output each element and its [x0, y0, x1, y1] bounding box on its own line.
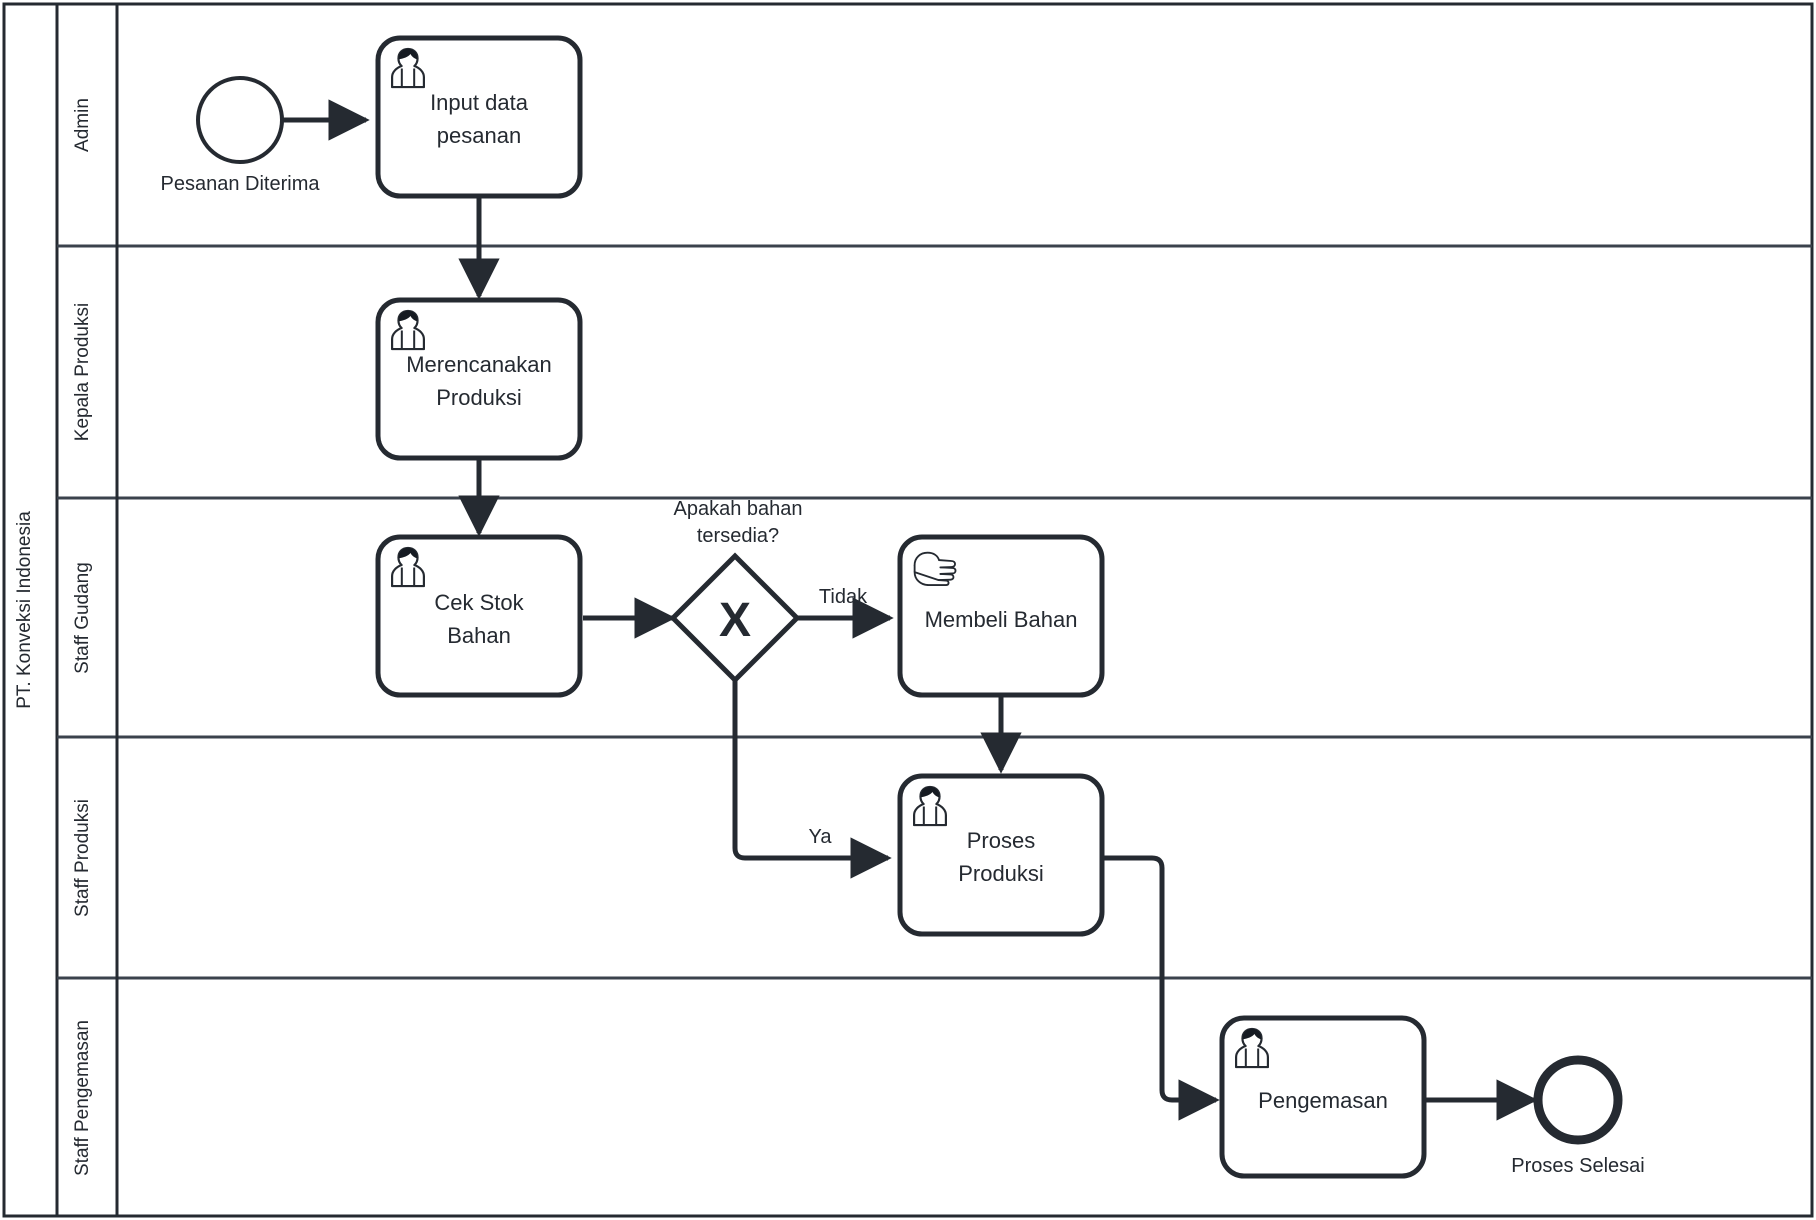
task-input-data-pesanan-label-line1: Input data [430, 90, 529, 115]
task-input-data-pesanan-label-line2: pesanan [437, 123, 521, 148]
task-membeli-bahan[interactable]: Membeli Bahan [897, 534, 1105, 698]
task-pengemasan[interactable]: Pengemasan [1219, 1015, 1427, 1179]
task-input-data-pesanan-box[interactable] [375, 35, 583, 199]
gateway-exclusive-x-icon: X [719, 594, 751, 647]
task-pengemasan-box[interactable] [1219, 1015, 1427, 1179]
task-cek-stok-bahan[interactable]: Cek Stok Bahan [375, 534, 583, 698]
task-proses-produksi[interactable]: Proses Produksi [897, 773, 1105, 937]
lane-label-staff-pengemasan: Staff Pengemasan [72, 1020, 93, 1176]
lane-label-staff-produksi: Staff Produksi [72, 799, 93, 917]
task-input-data-pesanan[interactable]: Input data pesanan [375, 35, 583, 199]
task-merencanakan-produksi-label-line1: Merencanakan [406, 352, 552, 377]
pool-title: PT. Konveksi Indonesia [14, 511, 35, 709]
gateway-bahan-tersedia[interactable]: X Apakah bahan tersedia? [669, 498, 803, 684]
task-membeli-bahan-label: Membeli Bahan [925, 607, 1078, 632]
task-merencanakan-produksi-box[interactable] [375, 297, 583, 461]
task-membeli-bahan-box[interactable] [897, 534, 1105, 698]
lane-label-staff-gudang: Staff Gudang [72, 562, 93, 674]
task-merencanakan-produksi-label-line2: Produksi [436, 385, 522, 410]
task-pengemasan-label: Pengemasan [1258, 1088, 1388, 1113]
task-cek-stok-bahan-label-line2: Bahan [447, 623, 511, 648]
start-event-label: Pesanan Diterima [161, 173, 321, 195]
end-event-label: Proses Selesai [1511, 1155, 1644, 1177]
gateway-label-line1: Apakah bahan [673, 498, 802, 520]
task-proses-produksi-box[interactable] [897, 773, 1105, 937]
task-merencanakan-produksi[interactable]: Merencanakan Produksi [375, 297, 583, 461]
start-event-circle[interactable] [196, 76, 284, 164]
task-proses-produksi-label-line2: Produksi [958, 861, 1044, 886]
task-proses-produksi-label-line1: Proses [967, 828, 1035, 853]
lane-label-admin: Admin [72, 98, 93, 152]
task-cek-stok-bahan-label-line1: Cek Stok [434, 590, 524, 615]
flow-label-tidak: Tidak [819, 586, 868, 608]
task-cek-stok-bahan-box[interactable] [375, 534, 583, 698]
lane-label-kepala-produksi: Kepala Produksi [72, 303, 93, 441]
flow-label-ya: Ya [809, 826, 833, 848]
end-event-circle[interactable] [1533, 1055, 1623, 1145]
flow-gateway-ya [732, 680, 892, 879]
flow-produksi-to-pengemasan [1104, 855, 1220, 1121]
gateway-label-line2: tersedia? [697, 525, 779, 547]
gateway-bahan-tersedia-diamond[interactable] [669, 552, 801, 684]
